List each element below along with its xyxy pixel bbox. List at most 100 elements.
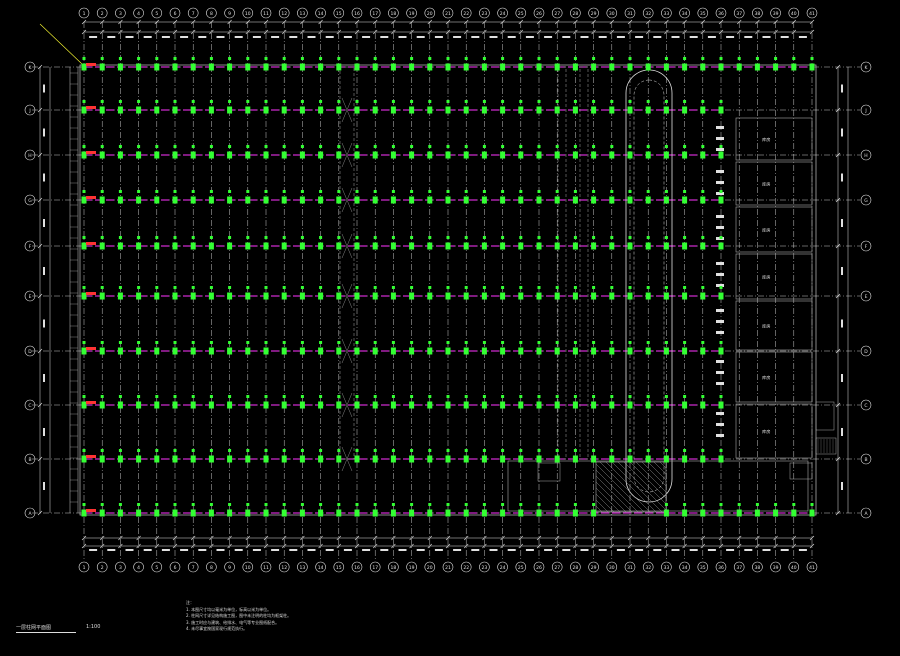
hatch-line — [595, 493, 615, 513]
column — [500, 509, 506, 517]
column-tag-mark — [137, 503, 141, 506]
column-tag-mark — [100, 190, 104, 193]
column — [773, 63, 779, 71]
column — [609, 401, 615, 409]
dimension-text-mark — [180, 36, 189, 38]
column — [682, 292, 688, 300]
column — [427, 292, 433, 300]
axis-bubble-label: 22 — [463, 11, 469, 17]
column-tag-mark — [118, 145, 122, 148]
column-tag-mark — [592, 190, 596, 193]
column — [263, 509, 269, 517]
column — [481, 63, 487, 71]
room-door-mark — [716, 181, 724, 184]
column — [336, 347, 342, 355]
shaft-cross — [341, 446, 353, 472]
column — [172, 63, 178, 71]
column — [372, 151, 378, 159]
column-tag-mark — [628, 395, 632, 398]
axis-bubble — [24, 290, 36, 302]
column — [572, 151, 578, 159]
column-tag-mark — [391, 145, 395, 148]
room-label: 库房 — [762, 274, 770, 281]
dimension-tick — [609, 29, 615, 35]
column — [190, 401, 196, 409]
column-tag-mark — [464, 236, 468, 239]
column-tag-mark — [683, 341, 687, 344]
room-label: 库房 — [762, 374, 770, 381]
column-tag-mark — [209, 449, 213, 452]
column — [99, 63, 105, 71]
hatch-line — [647, 461, 667, 481]
column — [227, 347, 233, 355]
column — [627, 455, 633, 463]
column — [390, 509, 396, 517]
column — [700, 106, 706, 114]
column-tag-mark — [118, 100, 122, 103]
axis-bubble — [860, 240, 872, 252]
dimension-tick — [682, 543, 687, 549]
axis-bubble — [570, 561, 581, 573]
axis-bubble — [661, 561, 672, 573]
column-tag-mark — [173, 236, 177, 239]
column — [81, 63, 87, 71]
column — [136, 106, 142, 114]
axis-bubble — [588, 7, 599, 19]
column-tag-mark — [592, 145, 596, 148]
shaft-outline — [579, 66, 589, 460]
dimension-tick — [336, 535, 342, 541]
dimension-text-mark — [234, 36, 243, 38]
room-door-mark — [716, 360, 724, 363]
column — [554, 455, 560, 463]
axis-bubble — [497, 7, 508, 19]
column — [700, 401, 706, 409]
room-door-mark — [716, 320, 724, 323]
column-tag-mark — [464, 503, 468, 506]
axis-bubble-label: 3 — [119, 11, 122, 17]
axis-bubble — [442, 561, 454, 573]
column-tag-mark — [646, 57, 650, 60]
note-line: 注： — [186, 600, 194, 605]
column-tag-mark — [191, 236, 195, 239]
column — [536, 242, 542, 250]
column-tag-mark — [209, 57, 213, 60]
column — [99, 196, 105, 204]
column-tag-mark — [173, 145, 177, 148]
axis-bubble-label: J — [864, 108, 866, 114]
dimension-tick — [791, 535, 797, 541]
column — [481, 292, 487, 300]
column-tag-mark — [410, 503, 414, 506]
room-outline — [735, 117, 813, 161]
column-tag-mark — [555, 236, 559, 239]
column-tag-mark — [137, 57, 141, 60]
dimension-text-mark — [544, 36, 553, 38]
column-tag-mark — [118, 503, 122, 506]
column — [591, 63, 597, 71]
column-tag-mark — [373, 449, 377, 452]
room-outline — [735, 253, 813, 300]
axis-bubble — [752, 561, 763, 573]
shaft-cross — [341, 233, 353, 259]
column-tag-mark — [155, 503, 159, 506]
column — [536, 455, 542, 463]
hatch-line — [617, 461, 667, 511]
column — [500, 196, 506, 204]
column — [700, 509, 706, 517]
column-tag-mark — [300, 449, 304, 452]
axis-bubble — [642, 7, 654, 19]
column — [591, 151, 597, 159]
column — [81, 347, 87, 355]
axis-bubble — [224, 561, 235, 573]
column — [536, 63, 542, 71]
hatch-line — [595, 463, 645, 513]
dimension-text-mark — [453, 549, 462, 551]
column-tag-mark — [246, 57, 250, 60]
dimension-tick — [609, 543, 615, 549]
dimension-text-mark — [125, 549, 134, 551]
dimension-text-mark — [307, 549, 316, 551]
column — [336, 196, 342, 204]
column-tag-mark — [191, 190, 195, 193]
hatch-line — [629, 461, 667, 499]
column — [682, 401, 688, 409]
column-tag-mark — [282, 190, 286, 193]
